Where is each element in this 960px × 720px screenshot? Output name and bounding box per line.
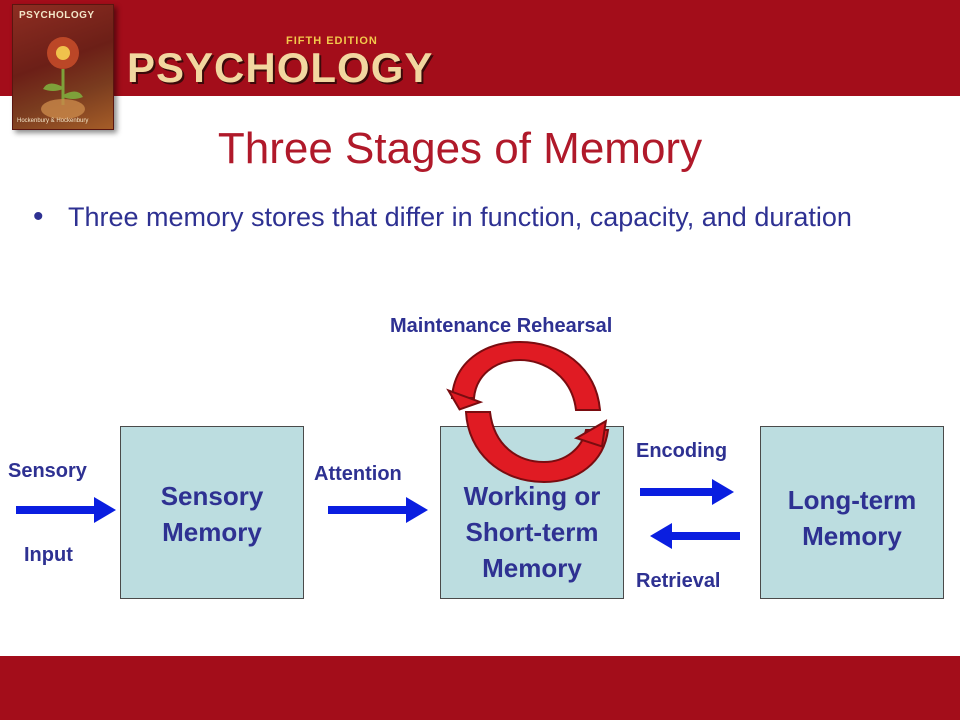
cover-authors: Hockenbury & Hockenbury [17,118,89,124]
retrieval-label: Retrieval [636,570,721,592]
sensory-memory-box: Sensory Memory [120,426,304,599]
input-arrow-icon [16,497,116,523]
attention-arrow-icon [328,497,428,523]
bullet-text: Three memory stores that differ in funct… [68,202,852,232]
book-cover: PSYCHOLOGY Hockenbury & Hockenbury [12,4,114,130]
longterm-memory-line1: Long-term [787,485,917,515]
cover-title: PSYCHOLOGY [19,10,95,21]
flower-illustration-icon [41,37,85,119]
working-memory-line2: Short-term [465,517,599,547]
slide-title: Three Stages of Memory [217,124,703,173]
working-memory-line3: Memory [482,553,582,583]
sensory-input-label-top: Sensory [8,460,87,482]
retrieval-arrow-icon [650,523,740,549]
maintenance-rehearsal-label: Maintenance Rehearsal [390,315,613,337]
header-band [0,0,960,96]
attention-label: Attention [314,463,402,485]
book-title: PSYCHOLOGY [127,44,434,91]
working-memory-line1: Working or [463,481,601,511]
sensory-memory-line1: Sensory [160,481,264,511]
encoding-arrow-icon [640,479,734,505]
sensory-input-label-bottom: Input [24,544,73,566]
bullet-icon: • [33,200,44,233]
footer-band [0,656,960,720]
longterm-memory-line2: Memory [802,521,902,551]
sensory-memory-line2: Memory [162,517,262,547]
edition-label: FIFTH EDITION [286,35,378,47]
longterm-memory-box: Long-term Memory [760,426,944,599]
encoding-label: Encoding [636,440,728,462]
